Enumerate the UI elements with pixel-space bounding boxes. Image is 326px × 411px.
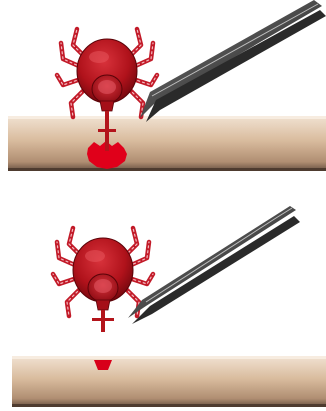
tweezers-icon: [140, 0, 326, 122]
tweezers-icon: [128, 206, 300, 324]
skin-icon: [12, 356, 326, 407]
panel-step-1: [8, 0, 326, 171]
panel-step-2: [12, 206, 326, 407]
skin-icon: [8, 116, 326, 171]
tick-icon: [53, 228, 153, 332]
